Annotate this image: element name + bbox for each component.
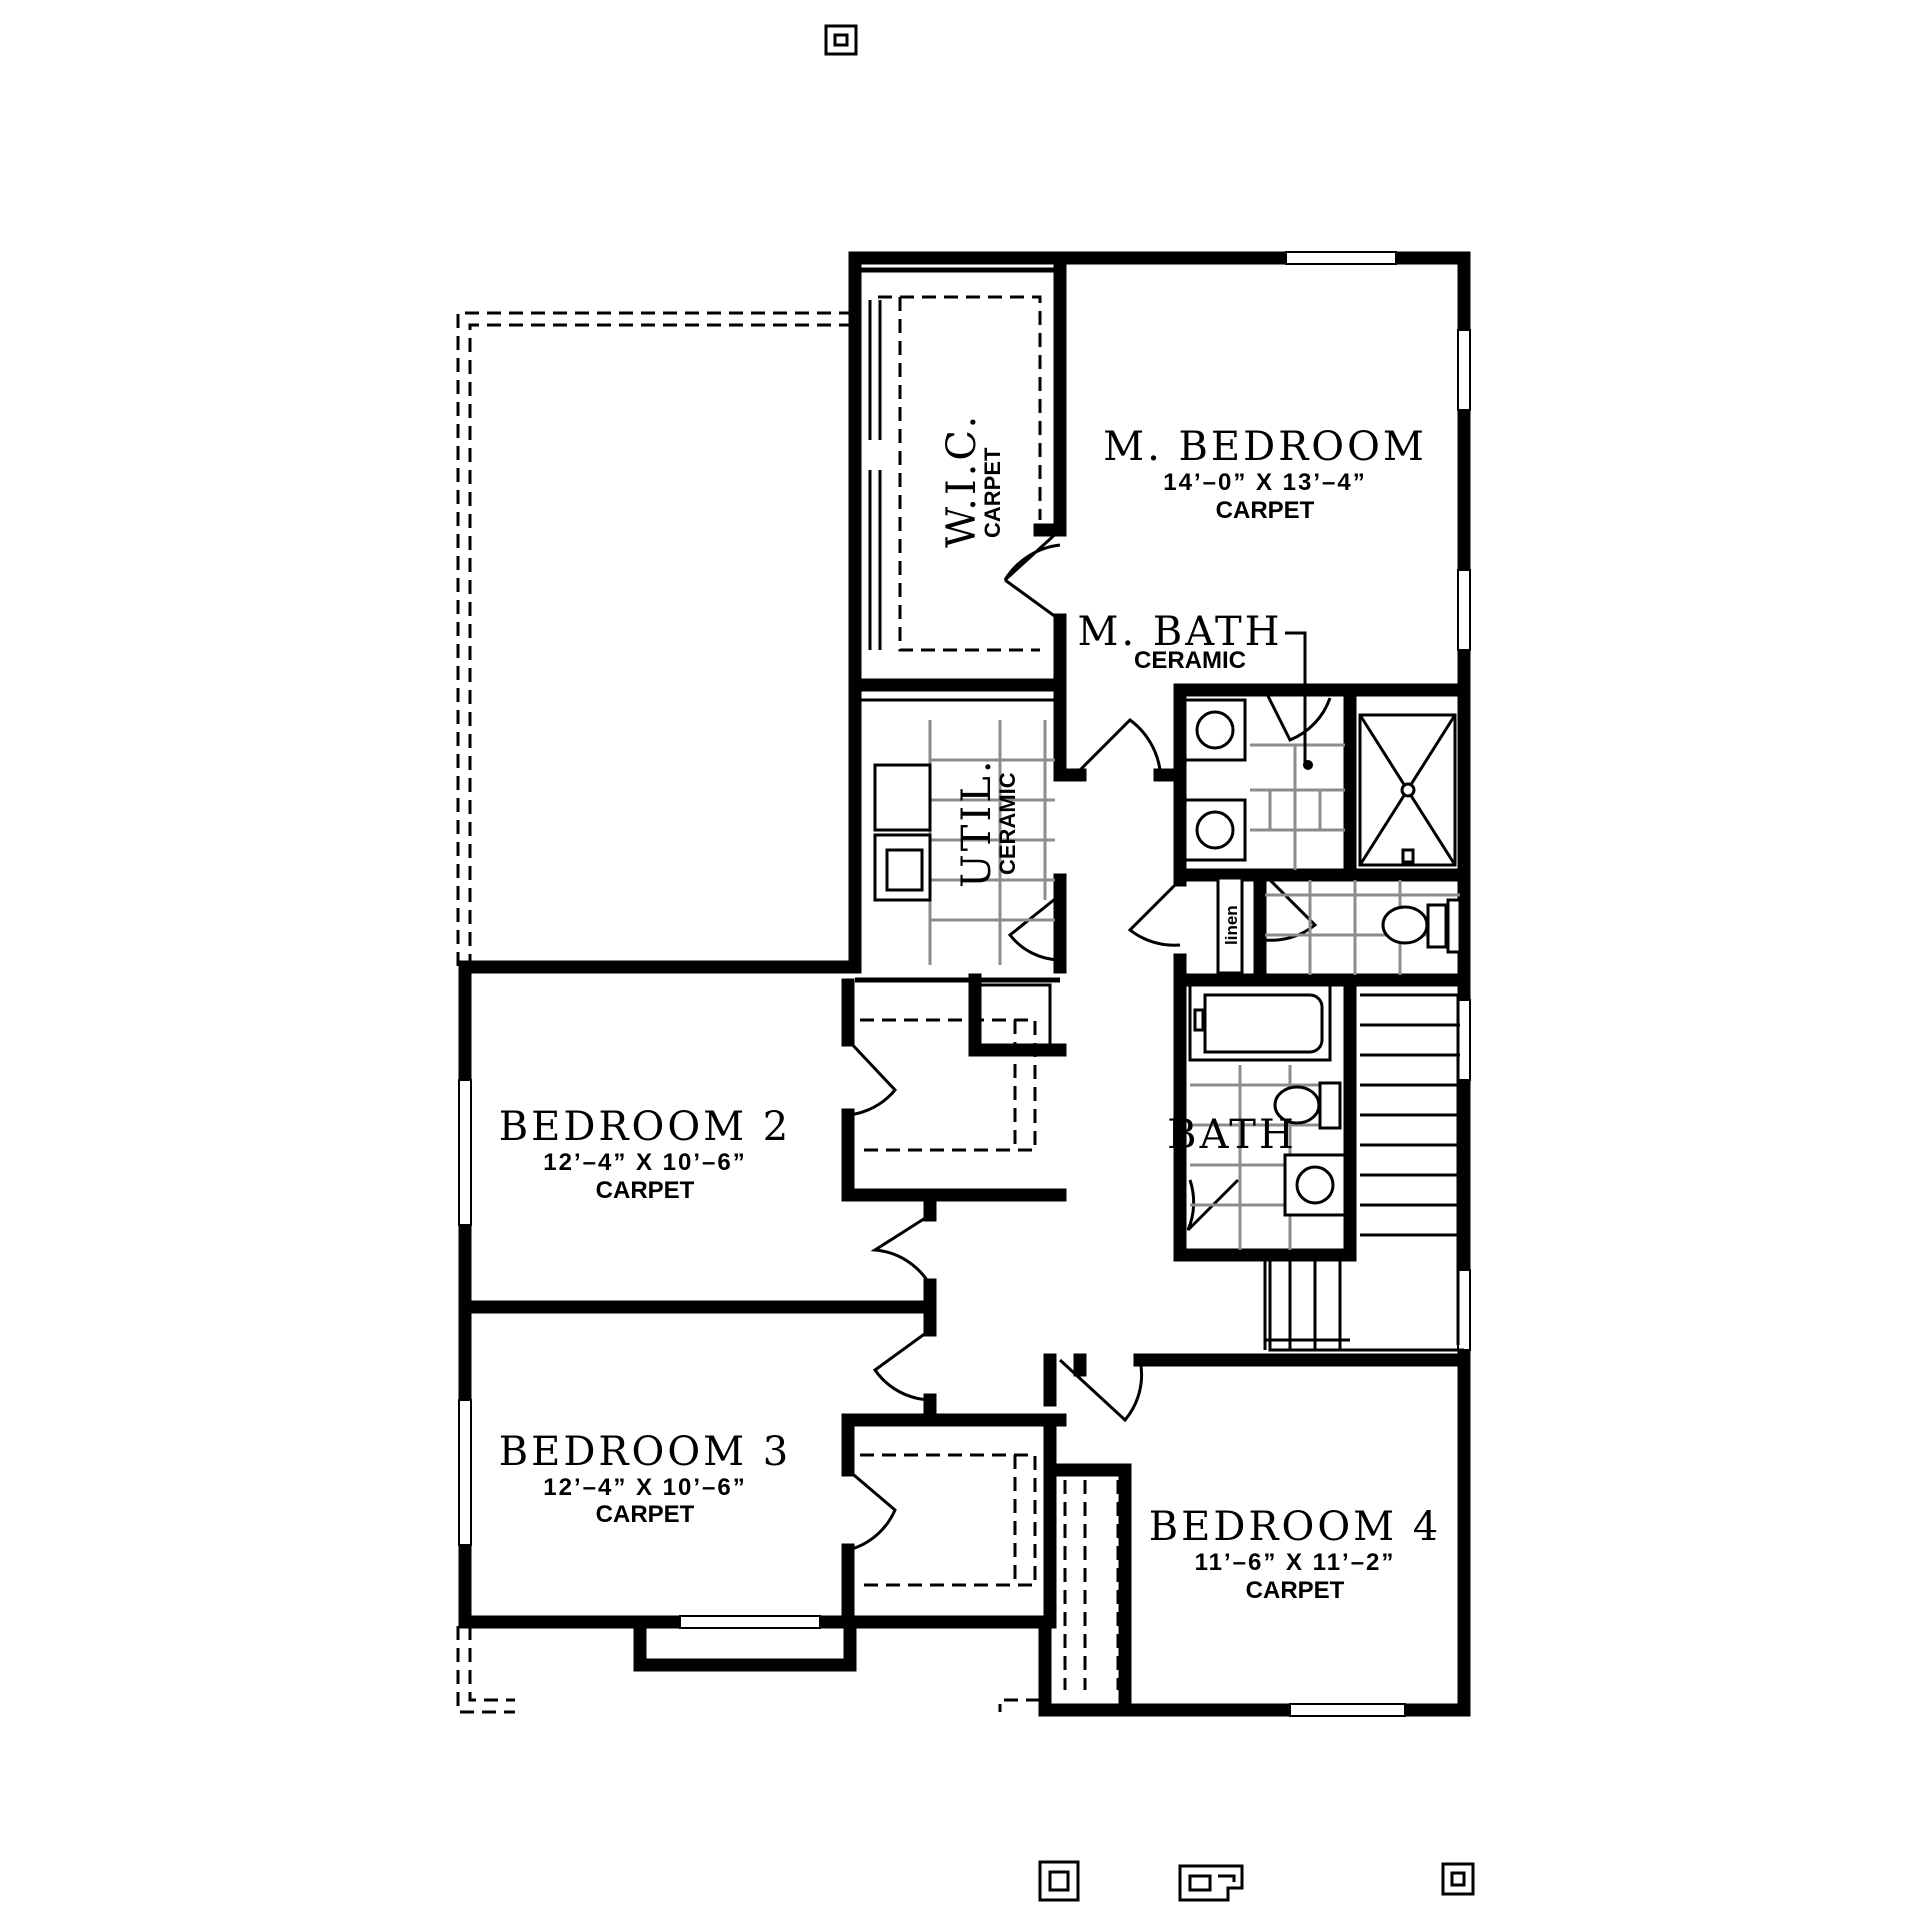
master-bath-name: M. BATH [1077,609,1282,655]
elevation-marker-top [824,24,858,56]
wic-name: W.I.C. [939,413,985,548]
linen-name: linen [1222,905,1241,945]
label-master-bath: M. BATH CERAMIC [1077,609,1307,765]
elevation-marker-bottom-2 [1178,1864,1244,1902]
label-bedroom4: BEDROOM 4 11’–6” X 11’–2” CARPET [1149,1504,1442,1604]
windows [458,251,1471,1717]
util-name: UTIL. [954,758,1000,888]
bedroom4-dims: 11’–6” X 11’–2” [1195,1549,1396,1576]
elevation-marker-bottom-1 [1038,1860,1080,1902]
bedroom3-floor: CARPET [596,1501,695,1528]
bedroom2-floor: CARPET [596,1177,695,1204]
master-bedroom-dims: 14’–0” X 13’–4” [1163,469,1366,496]
wic-floor: CARPET [980,447,1005,538]
master-bedroom-floor: CARPET [1216,497,1315,524]
bedroom4-floor: CARPET [1246,1577,1345,1604]
label-wic: W.I.C. CARPET [939,413,1005,548]
bath-name: BATH [1167,1112,1297,1158]
label-util: UTIL. CERAMIC [954,758,1020,888]
master-bedroom-name: M. BEDROOM [1103,424,1427,470]
bedroom2-name: BEDROOM 2 [499,1104,792,1150]
util-floor: CERAMIC [995,772,1020,875]
interior-walls [458,251,1471,1717]
master-bath-floor: CERAMIC [1134,647,1246,674]
master-bath-tile [1250,743,1460,975]
label-bedroom3: BEDROOM 3 12’–4” X 10’–6” CARPET [499,1429,792,1528]
bedroom3-name: BEDROOM 3 [499,1429,792,1475]
closet-shelves [860,295,1120,1690]
stairs [1263,993,1460,1350]
label-linen: linen [1222,905,1241,945]
label-bath: BATH [1167,1112,1297,1158]
label-bedroom2: BEDROOM 2 12’–4” X 10’–6” CARPET [499,1104,792,1204]
roof-outline-left [456,311,1040,1714]
fixtures [873,698,1462,1217]
elevation-marker-bottom-3 [1441,1862,1475,1896]
label-master-bedroom: M. BEDROOM 14’–0” X 13’–4” CARPET [1103,424,1427,524]
bedroom3-dims: 12’–4” X 10’–6” [543,1474,746,1501]
bedroom4-name: BEDROOM 4 [1149,1504,1442,1550]
bedroom2-dims: 12’–4” X 10’–6” [543,1149,746,1176]
